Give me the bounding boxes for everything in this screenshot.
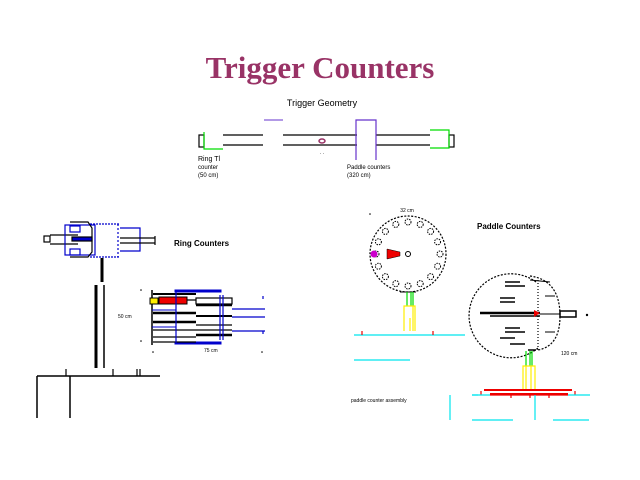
paddle-tube <box>427 227 435 235</box>
paddle-side-view <box>468 273 589 359</box>
side-floor <box>472 394 590 421</box>
paddle-counter-frame <box>355 119 377 160</box>
ring-label-line2: counter <box>198 165 218 171</box>
paddle-tube <box>374 238 382 246</box>
paddle-counters-heading: Paddle Counters <box>477 222 541 231</box>
side-light-guides <box>525 351 533 366</box>
side-support-red <box>480 389 576 398</box>
paddle-tube <box>381 227 389 235</box>
paddle-tube <box>404 282 412 290</box>
floor-markers <box>361 331 434 335</box>
paddle-tube-ring <box>372 218 444 290</box>
trigger-element <box>386 248 401 260</box>
ring-label-line1: Ring Tl <box>198 156 220 163</box>
paddle-tube <box>434 238 442 246</box>
ring-counters-heading: Ring Counters <box>174 239 230 248</box>
paddle-counters-diagram: 32 cm Paddle Counters <box>351 208 590 421</box>
paddle-tube <box>372 250 380 258</box>
paddle-light-guides <box>406 292 414 306</box>
paddle-pmts <box>403 305 416 331</box>
ring-counter-head <box>43 221 156 258</box>
ring-counter-cross-section <box>140 289 265 353</box>
target-tick: . . <box>320 150 324 156</box>
trigger-geometry-heading: Trigger Geometry <box>287 98 358 108</box>
paddle-end-view <box>369 215 447 293</box>
paddle-tube <box>392 220 400 228</box>
paddle-tube <box>416 220 424 228</box>
paddle-tube <box>374 262 382 270</box>
paddle-tube <box>434 262 442 270</box>
paddle-tube <box>416 280 424 288</box>
side-pmts <box>522 365 536 390</box>
paddle-label-line1: Paddle counters <box>347 165 390 171</box>
ring-dimension-bottom: 75 cm <box>204 348 218 354</box>
target-marker <box>318 138 326 144</box>
paddle-bottom-note: paddle counter assembly <box>351 398 407 404</box>
side-trigger-element <box>534 310 540 317</box>
trigger-geometry-diagram: Trigger Geometry . . Ring Tl counter (50… <box>198 98 455 179</box>
ring-counter-right-marker <box>430 129 450 149</box>
ring-dimension-side: 50 cm <box>118 314 132 320</box>
ring-support-stand <box>36 258 160 418</box>
beam-pipe <box>198 134 455 148</box>
paddle-tube <box>392 280 400 288</box>
target-point <box>370 250 378 258</box>
paddle-tube <box>404 218 412 226</box>
ring-counter-left-marker <box>203 132 223 150</box>
paddle-floor-left <box>354 334 478 420</box>
ring-counters-diagram: Ring Counters <box>36 221 265 418</box>
ring-label-line3: (50 cm) <box>198 173 218 179</box>
paddle-dimension-top: 32 cm <box>400 208 414 214</box>
paddle-tube <box>427 273 435 281</box>
page-title: Trigger Counters <box>205 50 435 85</box>
paddle-label-line2: (320 cm) <box>347 173 371 179</box>
paddle-dimension-side: 120 cm <box>561 351 577 357</box>
paddle-tube <box>436 250 444 258</box>
paddle-tube <box>381 273 389 281</box>
